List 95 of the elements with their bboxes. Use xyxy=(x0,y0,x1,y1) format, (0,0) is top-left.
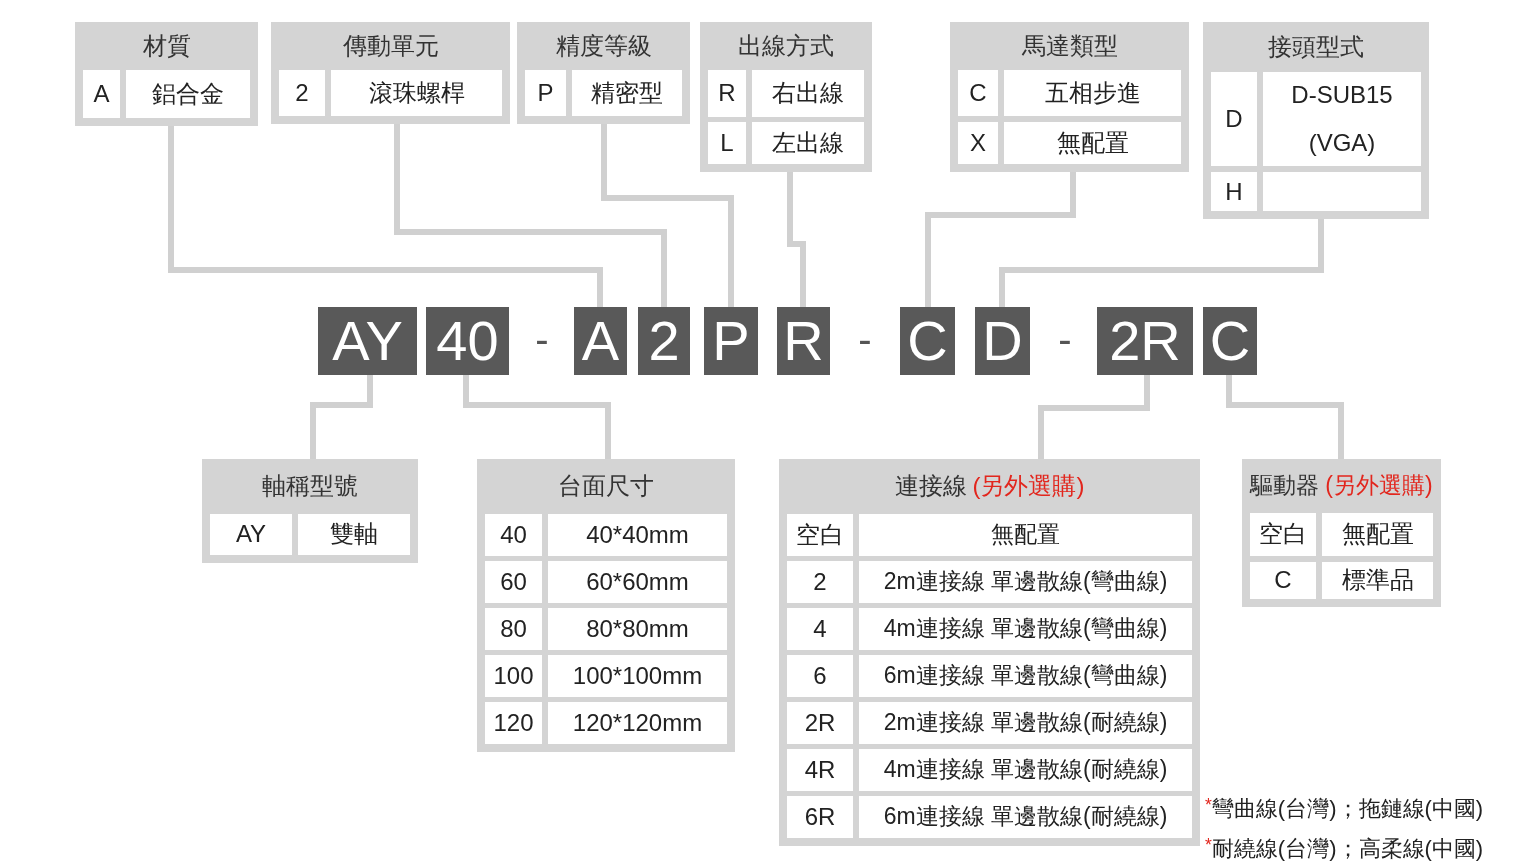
option-code-cell: 60 xyxy=(485,561,542,603)
option-description-cell: 雙軸 xyxy=(298,514,410,555)
option-code-cell: AY xyxy=(210,514,292,555)
footnote: $^{*}$彎曲線(台灣)；拖鏈線(中國) xyxy=(1205,796,1484,823)
optional-purchase-note: (另外選購) xyxy=(1325,472,1433,500)
option-code-cell: 2R xyxy=(787,702,853,744)
code-segment: D xyxy=(975,307,1030,375)
panel-heading: 軸稱型號 xyxy=(262,472,358,501)
connector-line xyxy=(1038,375,1150,459)
code-segment: P xyxy=(704,307,758,375)
option-description-cell: 精密型 xyxy=(572,70,682,116)
option-code-cell: R xyxy=(708,70,746,117)
option-panel xyxy=(779,459,1200,846)
code-segment: A xyxy=(574,307,627,375)
connector-line xyxy=(787,172,806,307)
connector-line xyxy=(168,126,603,307)
panel-heading: 傳動單元 xyxy=(342,31,439,61)
panel-heading: 馬達類型 xyxy=(1021,31,1118,61)
code-segment: R xyxy=(777,307,830,375)
code-segment: AY xyxy=(318,307,417,375)
option-code-cell: 空白 xyxy=(787,514,853,556)
option-description-cell: 2m連接線 單邊散線(耐繞線) xyxy=(859,702,1192,744)
connector-line xyxy=(925,172,1076,307)
code-segment: C xyxy=(900,307,955,375)
panel-heading: 驅動器 xyxy=(1250,472,1320,500)
separator-dash: - xyxy=(535,319,549,359)
connector-line xyxy=(601,124,734,307)
option-description-cell: 6m連接線 單邊散線(耐繞線) xyxy=(859,796,1192,838)
option-description-cell: 2m連接線 單邊散線(彎曲線) xyxy=(859,561,1192,603)
footnote: $^{*}$耐繞線(台灣)；高柔線(中國) xyxy=(1205,836,1484,863)
option-code-cell: 100 xyxy=(485,655,542,697)
option-panel xyxy=(1242,459,1441,607)
panel-heading: 接頭型式 xyxy=(1268,32,1364,62)
option-code-cell: A xyxy=(83,70,120,118)
option-description-cell: 100*100mm xyxy=(548,655,727,697)
option-description-cell: 40*40mm xyxy=(548,514,727,556)
option-code-cell: C xyxy=(1250,562,1316,599)
option-code-cell: P xyxy=(525,70,566,116)
optional-purchase-note: (另外選購) xyxy=(972,472,1085,501)
option-code-cell: 空白 xyxy=(1250,513,1316,556)
option-code-cell: 6 xyxy=(787,655,853,697)
option-code-cell: D xyxy=(1211,72,1257,166)
option-panel xyxy=(477,459,735,752)
option-description-cell: 右出線 xyxy=(752,70,864,117)
option-panel xyxy=(517,22,690,124)
option-description-cell: 鋁合金 xyxy=(126,70,250,118)
option-code-cell: 80 xyxy=(485,608,542,650)
option-panel xyxy=(202,459,418,563)
option-panel xyxy=(700,22,872,172)
code-segment: 2 xyxy=(638,307,690,375)
option-description-cell: 左出線 xyxy=(752,122,864,164)
code-segment: C xyxy=(1203,307,1257,375)
panel-heading: 出線方式 xyxy=(738,31,834,61)
option-description-cell: 標準品 xyxy=(1322,562,1433,599)
connector-line xyxy=(999,219,1324,307)
option-code-cell: X xyxy=(958,122,998,164)
option-description-cell: 6m連接線 單邊散線(彎曲線) xyxy=(859,655,1192,697)
connector-line xyxy=(394,124,667,307)
separator-dash: - xyxy=(1058,319,1072,359)
option-description-cell: 4m連接線 單邊散線(耐繞線) xyxy=(859,749,1192,791)
connector-line xyxy=(310,375,373,459)
option-code-cell: 40 xyxy=(485,514,542,556)
option-description-cell: 無配置 xyxy=(1004,122,1181,164)
option-description-cell: 120*120mm xyxy=(548,702,727,744)
option-description-cell: D-SUB15 (VGA) xyxy=(1263,72,1421,166)
option-description-cell: 滾珠螺桿 xyxy=(331,70,502,116)
option-description-cell: 五相步進 xyxy=(1004,70,1181,116)
option-code-cell: 120 xyxy=(485,702,542,744)
option-panel xyxy=(1203,22,1429,219)
empty-cell xyxy=(1263,172,1421,211)
option-description-cell: 無配置 xyxy=(1322,513,1433,556)
option-code-cell: 2 xyxy=(787,561,853,603)
connector-line xyxy=(1226,375,1344,459)
option-panel xyxy=(271,22,510,124)
option-panel xyxy=(75,22,258,126)
option-code-cell: L xyxy=(708,122,746,164)
option-code-cell: H xyxy=(1211,172,1257,211)
panel-heading: 精度等級 xyxy=(555,31,652,61)
separator-dash: - xyxy=(858,319,872,359)
code-segment: 40 xyxy=(426,307,509,375)
panel-heading: 材質 xyxy=(142,31,191,61)
option-description-cell: 4m連接線 單邊散線(彎曲線) xyxy=(859,608,1192,650)
option-description-cell: 無配置 xyxy=(859,514,1192,556)
option-code-cell: C xyxy=(958,70,998,116)
option-panel xyxy=(950,22,1189,172)
option-code-cell: 4R xyxy=(787,749,853,791)
option-description-cell: 60*60mm xyxy=(548,561,727,603)
code-segment: 2R xyxy=(1097,307,1193,375)
option-code-cell: 4 xyxy=(787,608,853,650)
panel-heading: 台面尺寸 xyxy=(558,472,654,501)
connector-line xyxy=(463,375,611,459)
option-description-cell: 80*80mm xyxy=(548,608,727,650)
panel-heading: 連接線 xyxy=(894,472,967,501)
option-code-cell: 6R xyxy=(787,796,853,838)
option-code-cell: 2 xyxy=(279,70,325,116)
